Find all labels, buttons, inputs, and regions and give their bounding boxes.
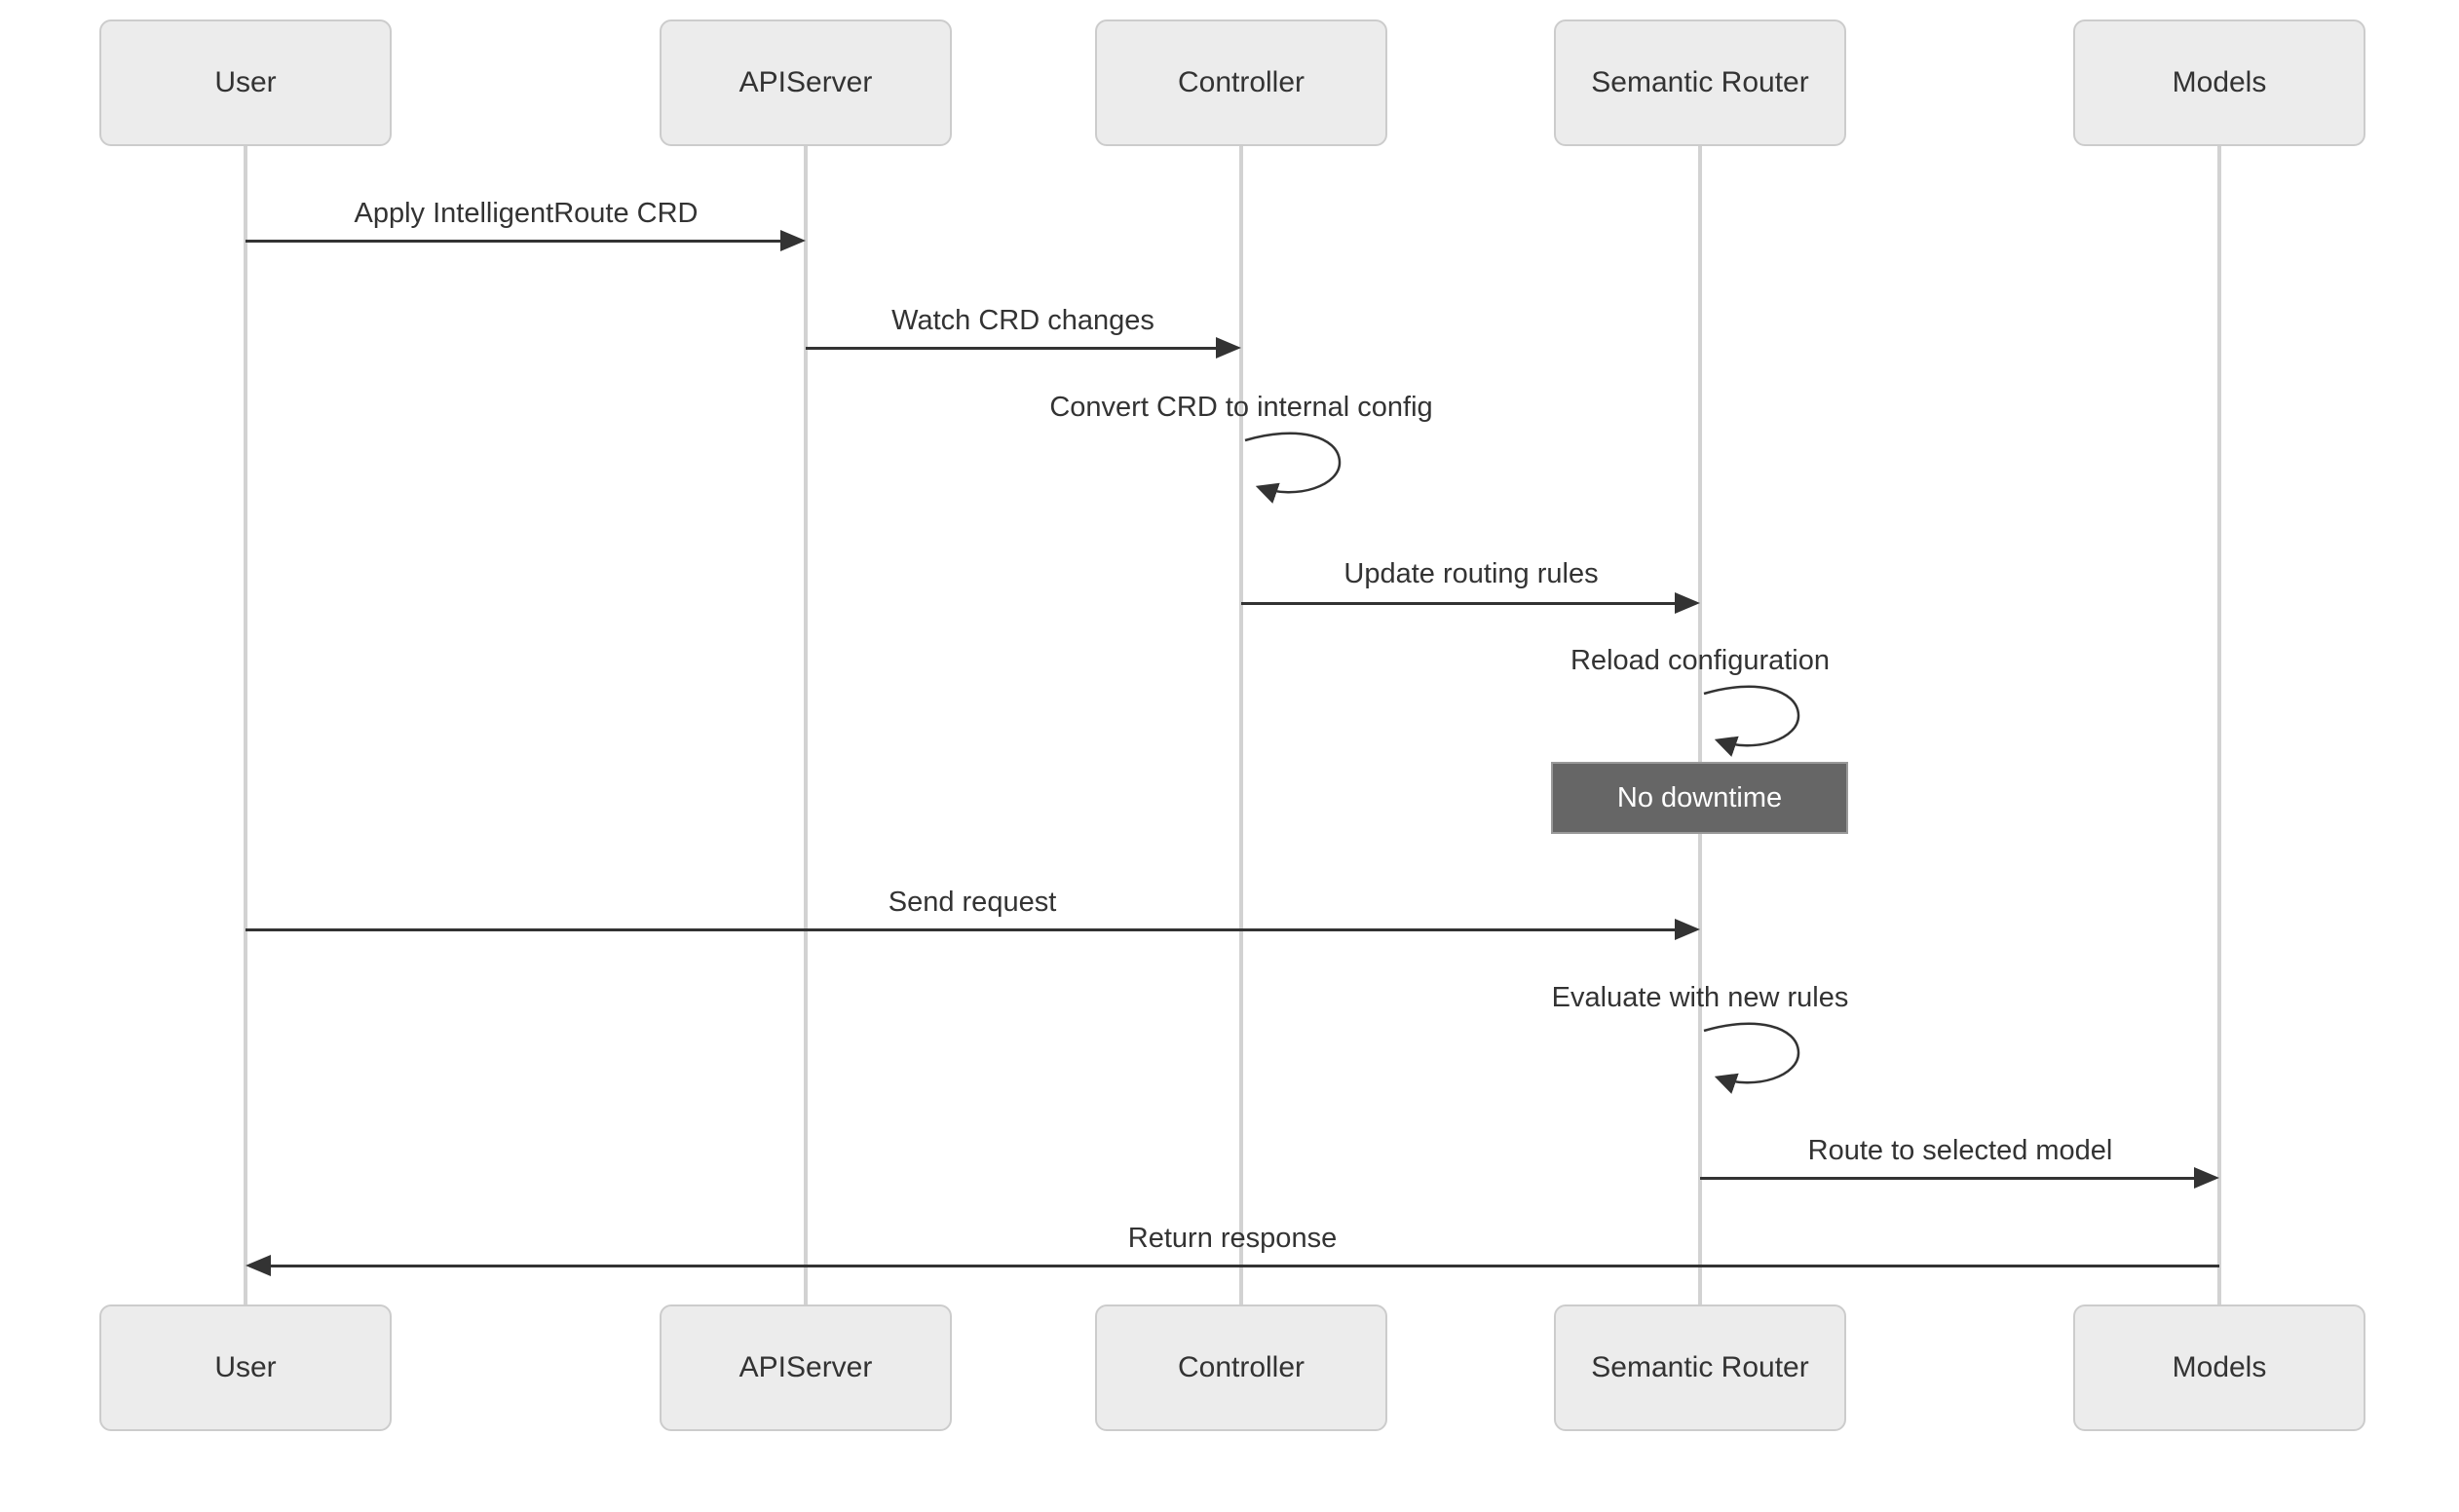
message-label-update-routing-rules: Update routing rules [1343, 558, 1599, 589]
message-arrow-send-request [246, 919, 1700, 940]
message-arrow-return-response [246, 1255, 2219, 1276]
message-label-reload-configuration: Reload configuration [1570, 645, 1831, 676]
actor-bottom-controller: Controller [1095, 1304, 1387, 1431]
actor-bottom-models: Models [2073, 1304, 2365, 1431]
lifeline-apiserver [804, 144, 808, 1305]
message-arrow-route-to-selected-model [1700, 1167, 2219, 1189]
message-arrow-watch-crd-changes [806, 337, 1241, 359]
actor-bottom-semantic-router: Semantic Router [1554, 1304, 1846, 1431]
message-arrow-apply-intelligentroute-crd [246, 230, 806, 251]
message-label-apply-intelligentroute-crd: Apply IntelligentRoute CRD [354, 198, 699, 229]
actor-bottom-user: User [99, 1304, 392, 1431]
actor-bottom-apiserver: APIServer [660, 1304, 952, 1431]
message-label-watch-crd-changes: Watch CRD changes [891, 305, 1154, 336]
lifeline-controller [1239, 144, 1243, 1305]
lifeline-models [2217, 144, 2221, 1305]
note-no-downtime: No downtime [1551, 762, 1848, 834]
lifeline-semantic-router [1698, 144, 1702, 1305]
self-loop-convert-crd [1244, 432, 1342, 504]
message-label-evaluate-with-new-rules: Evaluate with new rules [1551, 982, 1849, 1013]
message-label-send-request: Send request [888, 887, 1057, 918]
self-loop-reload-configuration [1703, 685, 1800, 757]
message-label-return-response: Return response [1127, 1223, 1338, 1254]
actor-top-models: Models [2073, 19, 2365, 146]
message-label-convert-crd: Convert CRD to internal config [1049, 392, 1433, 423]
self-loop-evaluate-with-new-rules [1703, 1022, 1800, 1094]
message-arrow-update-routing-rules [1241, 592, 1700, 614]
actor-top-controller: Controller [1095, 19, 1387, 146]
actor-top-semantic-router: Semantic Router [1554, 19, 1846, 146]
message-label-route-to-selected-model: Route to selected model [1807, 1135, 2113, 1166]
actor-top-apiserver: APIServer [660, 19, 952, 146]
lifeline-user [244, 144, 247, 1305]
actor-top-user: User [99, 19, 392, 146]
